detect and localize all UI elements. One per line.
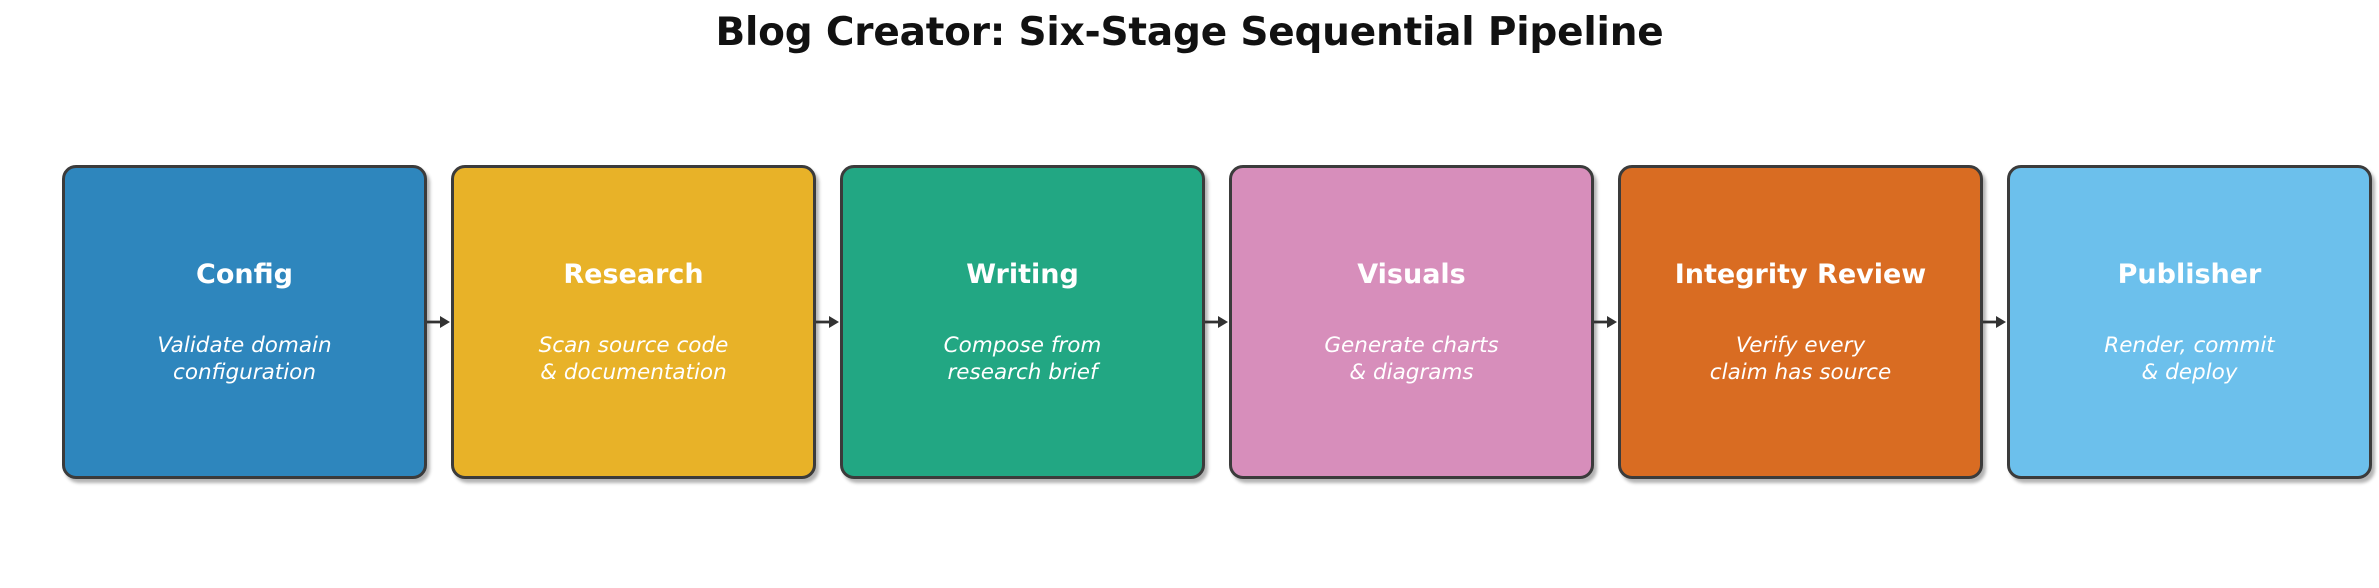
pipeline-stage-writing: Writing Compose from research brief xyxy=(840,165,1205,479)
pipeline-stage-integrity-review: Integrity Review Verify every claim has … xyxy=(1618,165,1983,479)
stage-box-publisher[interactable]: Publisher Render, commit & deploy xyxy=(2007,165,2372,479)
connector-research-to-writing xyxy=(816,165,840,479)
connector-visuals-to-integrity-review xyxy=(1594,165,1618,479)
stage-title-config: Config xyxy=(196,259,293,290)
stage-title-research: Research xyxy=(563,259,704,290)
stage-title-writing: Writing xyxy=(966,259,1079,290)
stage-description-research: Scan source code & documentation xyxy=(538,332,729,386)
stage-box-research[interactable]: Research Scan source code & documentatio… xyxy=(451,165,816,479)
stage-box-config[interactable]: Config Validate domain configuration xyxy=(62,165,427,479)
connector-writing-to-visuals xyxy=(1205,165,1229,479)
connector-integrity-review-to-publisher xyxy=(1983,165,2007,479)
stage-title-integrity-review: Integrity Review xyxy=(1674,259,1927,290)
stage-title-visuals: Visuals xyxy=(1357,259,1466,290)
pipeline-stage-research: Research Scan source code & documentatio… xyxy=(451,165,816,479)
stage-box-visuals[interactable]: Visuals Generate charts & diagrams xyxy=(1229,165,1594,479)
page-title: Blog Creator: Six-Stage Sequential Pipel… xyxy=(715,10,1664,55)
arrow-right-icon xyxy=(1983,314,2007,330)
pipeline-stage-row: Config Validate domain configuration Res… xyxy=(62,165,2372,479)
stage-description-writing: Compose from research brief xyxy=(943,332,1102,386)
stage-description-publisher: Render, commit & deploy xyxy=(2104,332,2275,386)
stage-box-integrity-review[interactable]: Integrity Review Verify every claim has … xyxy=(1618,165,1983,479)
arrow-right-icon xyxy=(1205,314,1229,330)
arrow-right-icon xyxy=(816,314,840,330)
stage-box-writing[interactable]: Writing Compose from research brief xyxy=(840,165,1205,479)
pipeline-stage-publisher: Publisher Render, commit & deploy xyxy=(2007,165,2372,479)
stage-description-config: Validate domain configuration xyxy=(157,332,332,386)
pipeline-stage-config: Config Validate domain configuration xyxy=(62,165,427,479)
arrow-right-icon xyxy=(427,314,451,330)
connector-config-to-research xyxy=(427,165,451,479)
arrow-right-icon xyxy=(1594,314,1618,330)
pipeline-stage-visuals: Visuals Generate charts & diagrams xyxy=(1229,165,1594,479)
stage-title-publisher: Publisher xyxy=(2117,259,2262,290)
stage-description-visuals: Generate charts & diagrams xyxy=(1324,332,1499,386)
stage-description-integrity-review: Verify every claim has source xyxy=(1709,332,1892,386)
